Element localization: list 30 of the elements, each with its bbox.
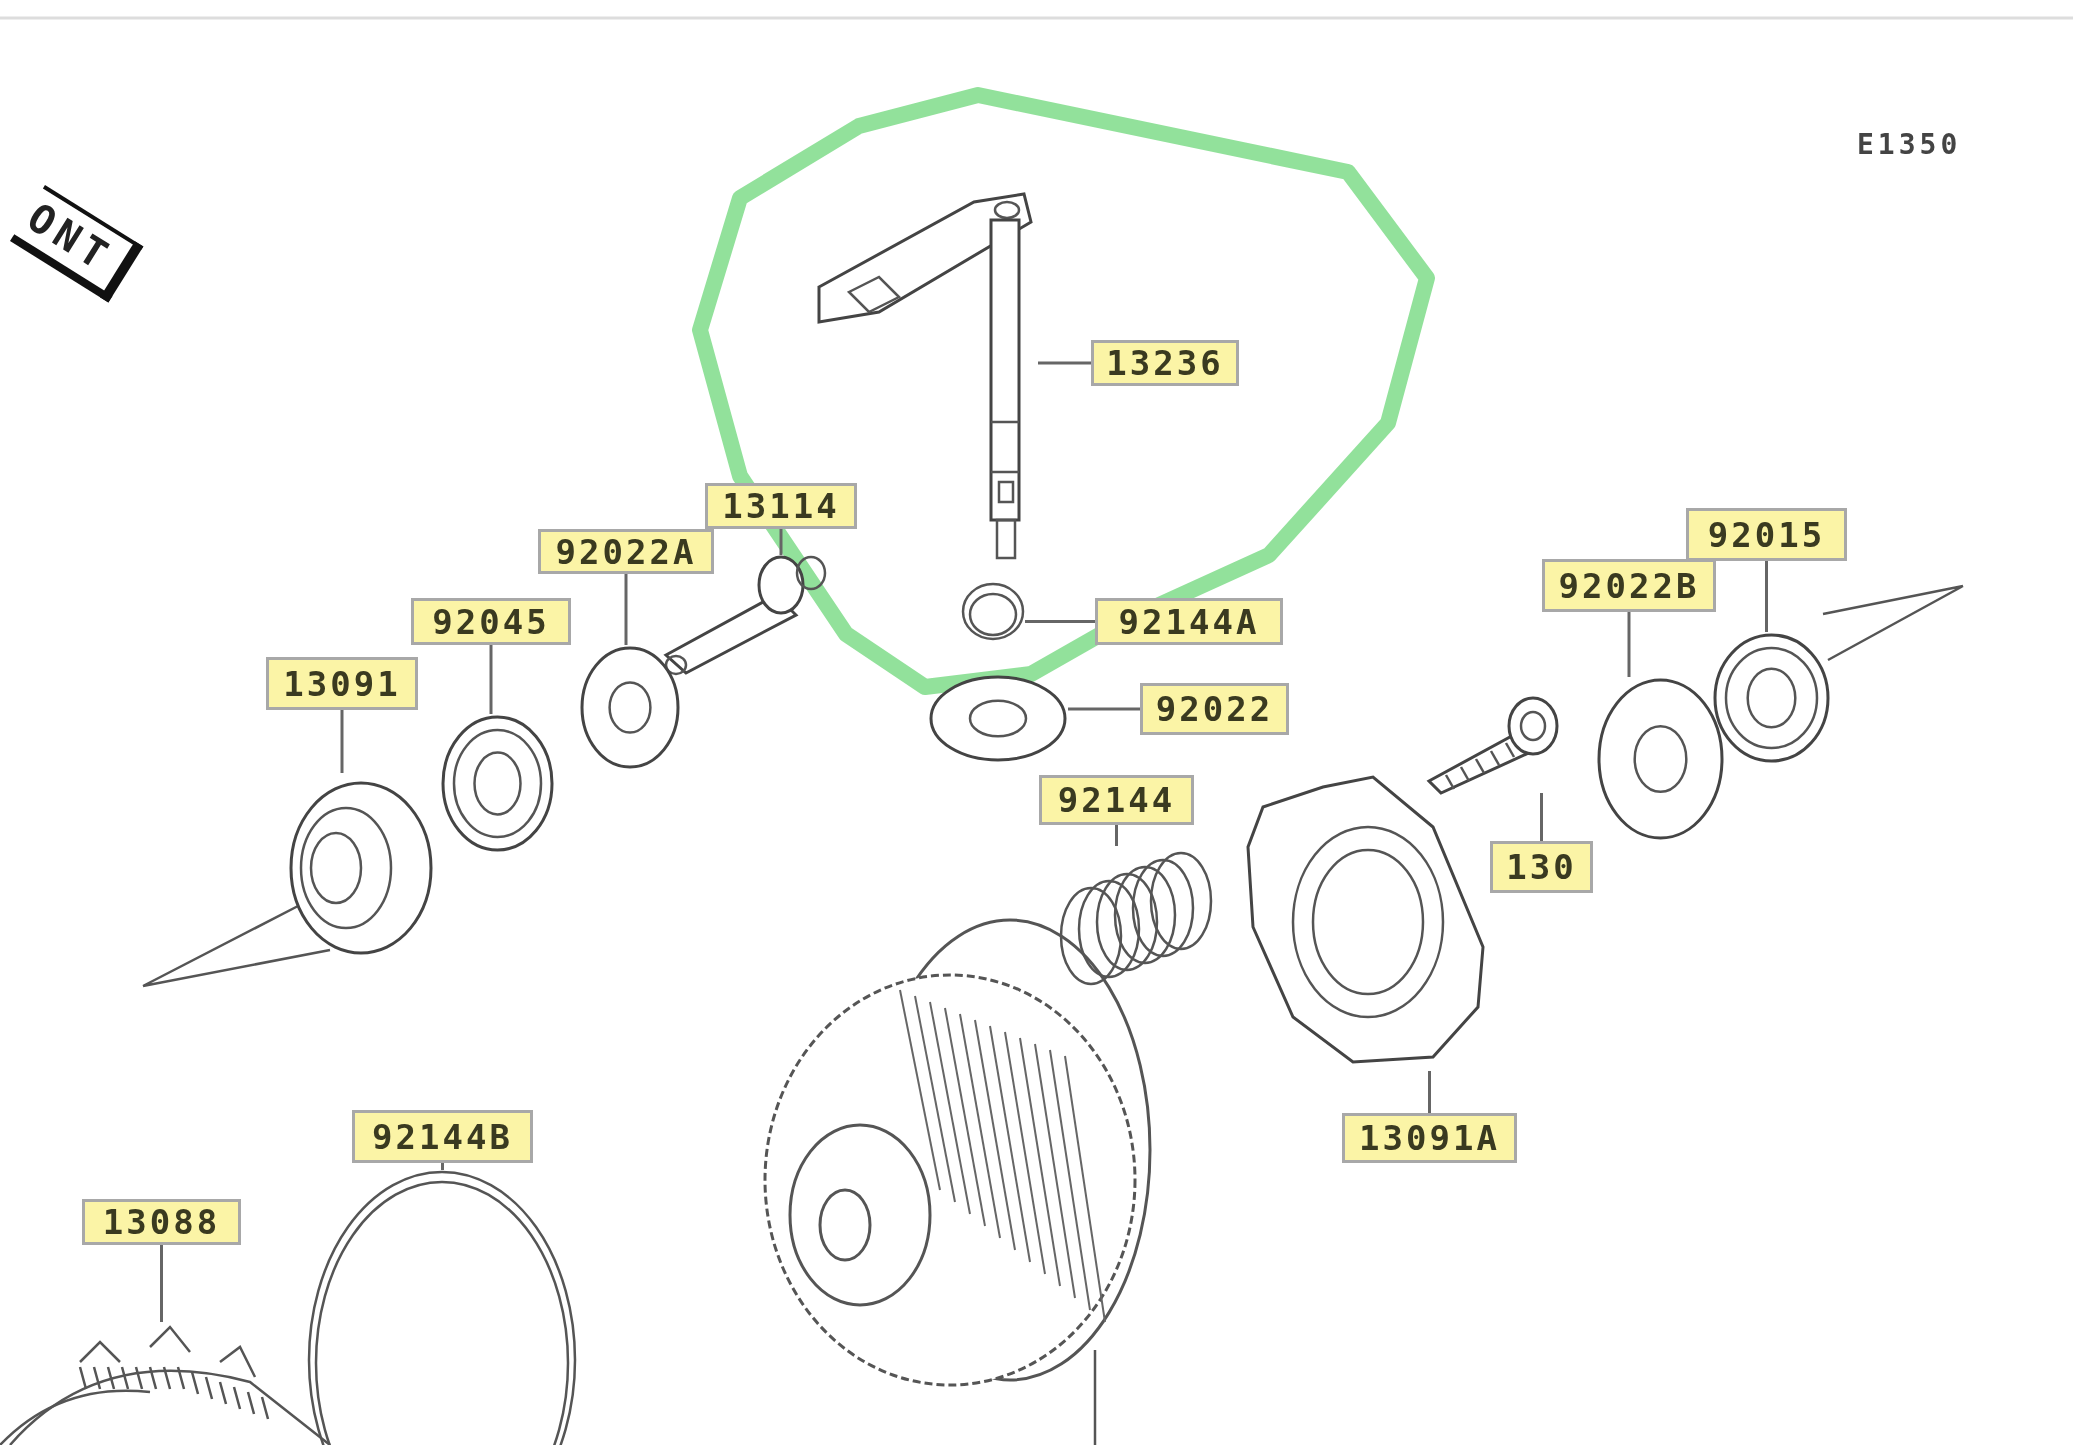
leader-line (1627, 612, 1631, 677)
leader-line (1025, 620, 1095, 623)
leader-line (489, 645, 493, 714)
drawing-code: E1350 (1857, 128, 1962, 161)
leader-line (1115, 825, 1118, 846)
part-number-label: 92015 (1686, 508, 1847, 561)
part-number-label: 92144A (1095, 598, 1283, 645)
leader-line (1068, 707, 1140, 711)
part-number-label: 92022A (538, 529, 714, 574)
leader-line (624, 574, 628, 645)
leader-line (340, 710, 344, 773)
part-number-label: 92022B (1542, 559, 1716, 612)
leader-line (1765, 561, 1768, 632)
leader-line (1038, 361, 1091, 365)
front-direction-tag: ONT (10, 185, 144, 303)
part-number-label: 13236 (1091, 340, 1239, 386)
part-number-label: 13091A (1342, 1113, 1517, 1163)
part-number-label: 92022 (1140, 683, 1289, 735)
part-number-label: 92045 (411, 598, 571, 645)
part-number-label: 13088 (82, 1199, 241, 1245)
leader-line (441, 1163, 444, 1170)
leader-line (779, 529, 783, 555)
part-number-label: 13114 (705, 483, 857, 529)
part-number-label: 92144 (1039, 775, 1194, 825)
part-number-label: 92144B (352, 1110, 533, 1163)
leader-line (1428, 1071, 1431, 1113)
leader-line (1540, 793, 1543, 841)
part-number-label: 130 (1490, 841, 1593, 893)
leader-line (160, 1245, 163, 1322)
part-number-label: 13091 (266, 657, 418, 710)
